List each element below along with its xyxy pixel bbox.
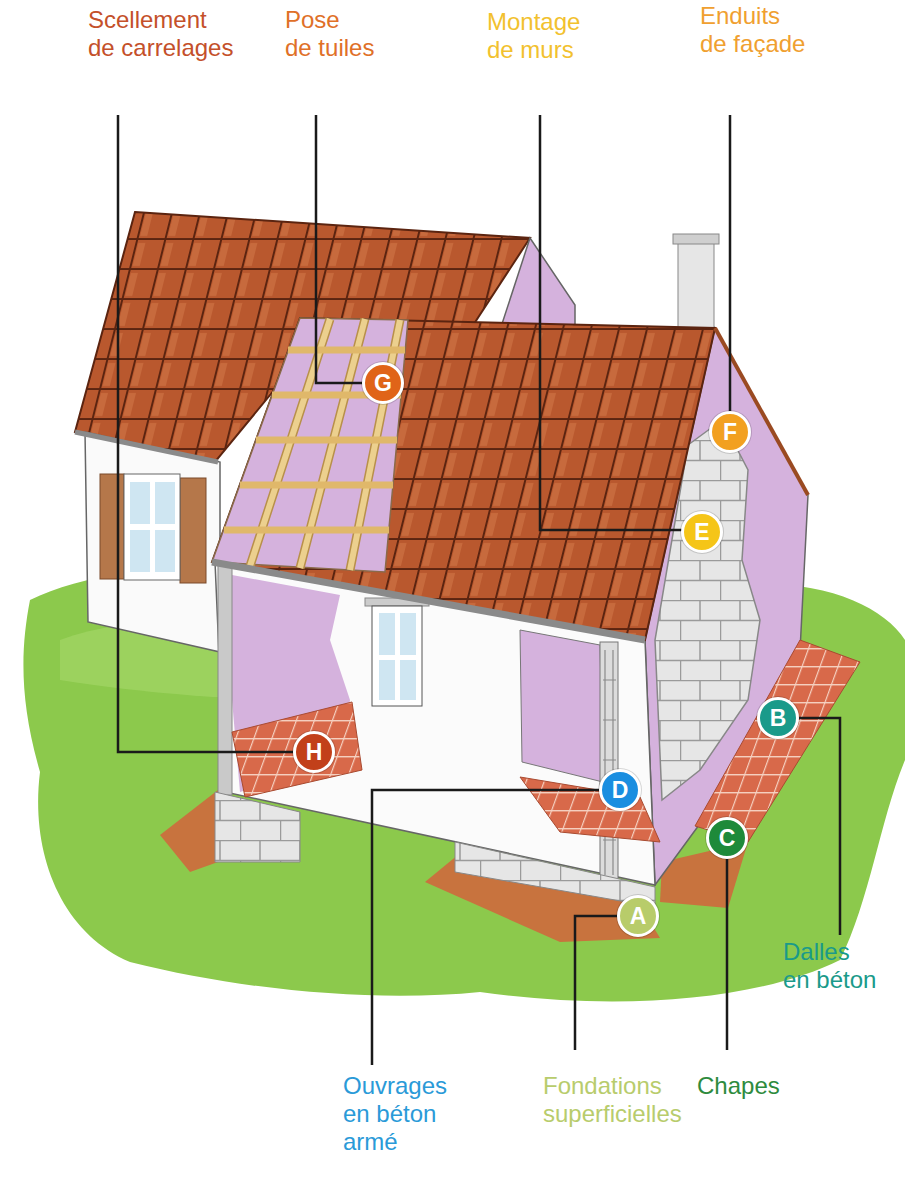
- corner-post: [218, 565, 232, 795]
- callout-circle: B: [757, 697, 799, 739]
- window-pane: [130, 482, 150, 524]
- callout-letter: D: [612, 779, 629, 802]
- gutter: [75, 432, 218, 462]
- rebar: [603, 650, 616, 875]
- window: [372, 606, 422, 706]
- window-pane: [155, 482, 175, 524]
- callout-letter: H: [306, 741, 323, 764]
- callout-circle: G: [362, 362, 404, 404]
- window-pane: [400, 660, 416, 700]
- part-label: Montage de murs: [487, 8, 580, 64]
- part-label: Dalles en béton: [783, 938, 876, 994]
- batten: [224, 350, 405, 530]
- leader-line: [575, 916, 625, 1050]
- leader-lines: [118, 115, 840, 1065]
- paving-slabs: [695, 640, 860, 842]
- window-pane: [379, 660, 395, 700]
- floor-tiles: [232, 702, 362, 797]
- leader-line: [726, 850, 729, 1050]
- leader-line: [790, 718, 840, 935]
- part-label: Enduits de façade: [700, 2, 805, 58]
- back-gable: [500, 238, 575, 330]
- window-pane: [130, 530, 150, 572]
- gutter: [212, 562, 645, 640]
- callout-circle: F: [709, 411, 751, 453]
- leader-line: [729, 115, 732, 420]
- callout-letter: F: [723, 421, 737, 444]
- part-label: Ouvrages en béton armé: [343, 1072, 447, 1156]
- window-pane: [379, 613, 395, 655]
- leader-line: [372, 790, 605, 1065]
- part-label: Chapes: [697, 1072, 780, 1100]
- front-roof: [212, 318, 715, 640]
- window-pane: [155, 530, 175, 572]
- shutter: [180, 478, 206, 583]
- leader-line: [118, 115, 300, 752]
- concrete-column: [600, 642, 618, 882]
- shutter: [100, 474, 124, 579]
- callout-letter: C: [719, 827, 736, 850]
- door-wall: [520, 630, 603, 782]
- callout-circle: H: [293, 731, 335, 773]
- chimney: [678, 240, 714, 335]
- window: [124, 474, 180, 580]
- leader-line: [540, 115, 690, 530]
- callout-circle: D: [599, 769, 641, 811]
- callout-letter: E: [694, 521, 709, 544]
- leader-line: [316, 115, 370, 383]
- window-pane: [400, 613, 416, 655]
- back-wall: [85, 432, 220, 652]
- chimney-cap: [673, 234, 719, 244]
- callout-circle: C: [706, 817, 748, 859]
- excavation: [160, 790, 218, 872]
- callout-letter: B: [770, 707, 787, 730]
- callout-letter: A: [630, 905, 647, 928]
- roof-frame: [212, 318, 408, 572]
- callout-circle: A: [617, 895, 659, 937]
- callout-letter: G: [374, 372, 392, 395]
- foundation: [215, 792, 300, 862]
- part-label: Scellement de carrelages: [88, 6, 233, 62]
- part-label: Pose de tuiles: [285, 6, 374, 62]
- part-label: Fondations superficielles: [543, 1072, 682, 1128]
- foundation: [455, 842, 655, 907]
- callout-circle: E: [681, 511, 723, 553]
